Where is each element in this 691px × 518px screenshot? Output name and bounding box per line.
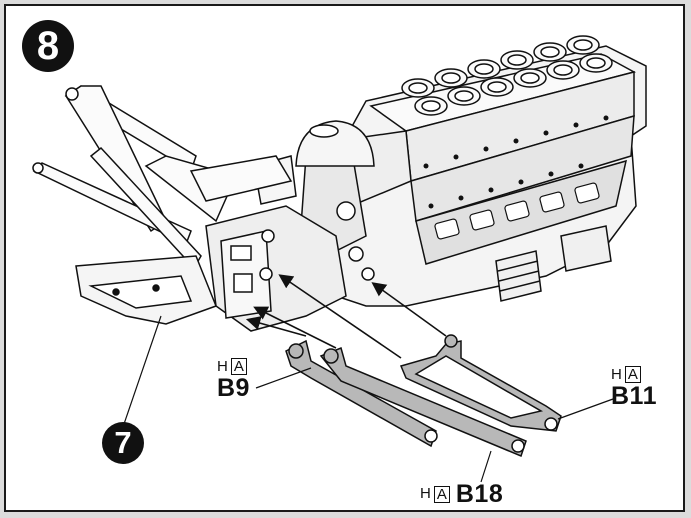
leader-lines <box>123 315 614 483</box>
part-b9-arm <box>285 339 438 448</box>
callout-b18: H A B18 <box>420 481 503 507</box>
runner-box: A <box>433 485 450 503</box>
part-b11-wishbone <box>399 334 562 432</box>
part-number: B9 <box>217 374 250 402</box>
instruction-panel: 8 7 H A B9 H A B11 H A B18 <box>4 4 685 512</box>
oil-canister <box>495 225 612 302</box>
callout-b11: H A B11 <box>611 366 657 409</box>
rear-frame-tubes <box>32 85 293 270</box>
runner-box: A <box>624 366 641 383</box>
material-letter: H <box>420 485 431 502</box>
cam-cover-bolts <box>423 115 609 209</box>
part-number: B11 <box>611 382 657 410</box>
callout-b9: H A B9 <box>217 358 250 401</box>
exhaust-ports <box>434 182 600 240</box>
material-letter: H <box>217 357 228 375</box>
assembly-illustration <box>32 35 647 483</box>
step-number-badge: 8 <box>22 20 74 72</box>
part-number: B18 <box>455 480 504 508</box>
assembly-arrows <box>245 274 447 359</box>
part-b18-arm <box>319 346 527 458</box>
intake-trumpets <box>401 35 613 116</box>
suspension-mounts <box>259 201 375 281</box>
rear-bracket <box>75 255 217 325</box>
material-letter: H <box>611 365 622 383</box>
runner-box: A <box>230 358 247 375</box>
reference-step-badge: 7 <box>102 422 144 464</box>
